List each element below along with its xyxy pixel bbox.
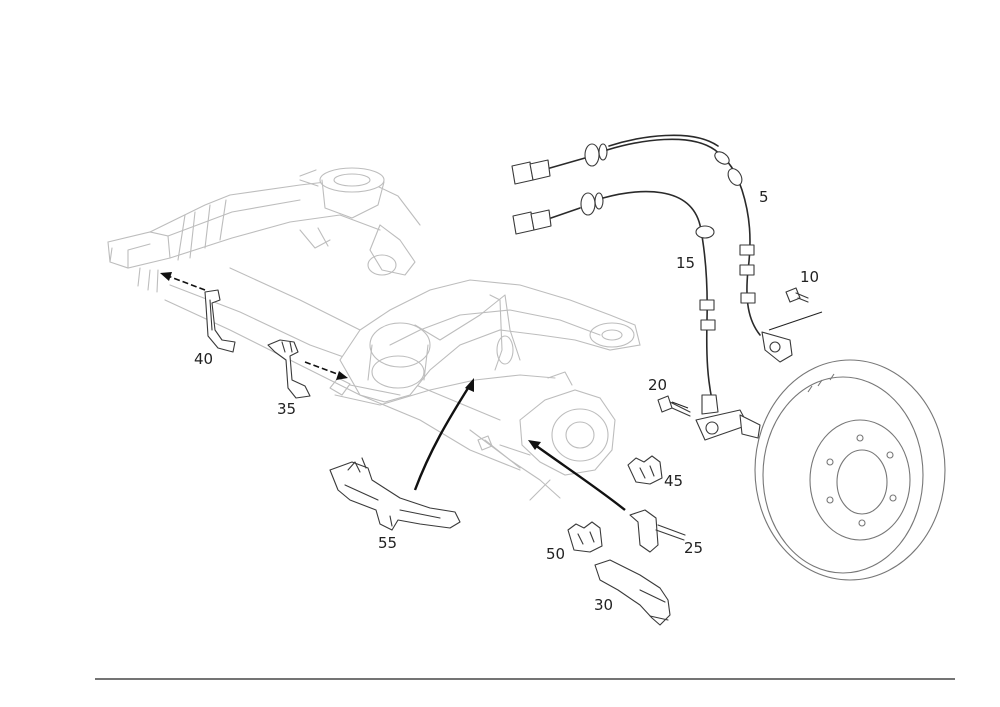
callout-20: 20 [648, 376, 667, 394]
callout-40: 40 [194, 350, 213, 368]
brake-disc [754, 359, 946, 581]
bracket-35 [267, 339, 311, 399]
clip-45 [627, 455, 663, 485]
callout-45: 45 [664, 472, 683, 490]
callout-25: 25 [684, 539, 703, 557]
callout-35: 35 [277, 400, 296, 418]
bracket-25 [629, 509, 686, 553]
clip-50 [567, 521, 603, 553]
bracket-55 [329, 457, 461, 531]
rear-axle-subframe [107, 167, 641, 501]
callout-30: 30 [594, 596, 613, 614]
bracket-30 [594, 559, 671, 626]
bolt-20 [657, 395, 691, 417]
bolt-10 [768, 287, 823, 331]
callout-10: 10 [800, 268, 819, 286]
assembly-arrows [160, 272, 626, 511]
callout-15: 15 [676, 254, 695, 272]
sensor-cable-5 [511, 134, 793, 363]
callout-50: 50 [546, 545, 565, 563]
sensor-cable-15 [512, 190, 761, 441]
callout-5: 5 [759, 188, 769, 206]
bracket-40 [204, 289, 236, 353]
callout-55: 55 [378, 534, 397, 552]
